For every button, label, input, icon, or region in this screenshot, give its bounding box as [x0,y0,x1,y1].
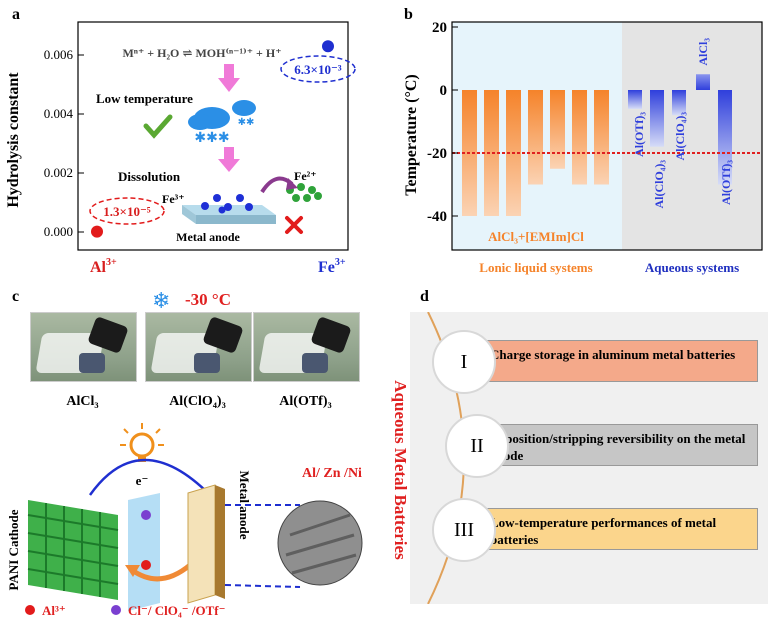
legend-anions: Cl⁻/ ClO₄⁻ /OTf⁻ [128,603,225,618]
aq-label-0: Al(OTf)₃ [632,112,646,157]
panel-a-ylabel: Hydrolysis constant [5,72,22,208]
metal-anode [187,484,216,604]
light-bulb-icon [120,423,164,462]
aq-label-2: Al(ClO₄)₃ [673,112,687,161]
panel-a-chart: 0.000 0.002 0.004 0.006 Hydrolysis const… [5,21,356,276]
photo-label-2: Al(OTf)₃ [279,394,332,409]
pani-cathode [27,500,119,600]
tier-numeral-1: I [432,330,496,394]
panel-b-ylabel: Temperature (°C) [403,74,420,195]
xcat-al: Al3+ [90,257,117,276]
legend-anion-marker [111,605,121,615]
arrow-down-2 [218,147,240,172]
b-ytick-0: 20 [432,20,447,36]
data-point-fe [322,40,334,53]
ytick-2: 0.004 [44,106,74,121]
panel-label-b: b [404,6,413,23]
anode-label: Metal anode [176,230,240,244]
temperature-label: -30 °C [185,290,231,309]
photo-label-1: Al(ClO₄)₃ [169,394,226,409]
check-icon [143,114,173,139]
bar-aqueous-4 [718,90,732,185]
tier-text-2: Deposition/stripping reversibility on th… [490,431,746,463]
bar-ionic-1 [484,90,499,216]
aq-label-1: Al(ClO₄)₃ [652,160,666,209]
value-fe: 6.3×10⁻³ [294,62,342,77]
bar-aqueous-2 [672,90,686,116]
arrow-down-1 [218,64,240,92]
legend-al: Al³⁺ [42,603,66,618]
electron-label: e⁻ [136,473,149,488]
sem-image [277,500,363,586]
low-temp-label: Low temperature [96,91,193,106]
b-ytick-3: -40 [427,209,447,225]
side-title: Aqueous Metal Batteries [391,380,410,560]
metals-label: Al/ Zn /Ni [302,466,362,481]
tier-text-3: Low-temperature performances of metal ba… [490,515,717,547]
bar-ionic-4 [550,90,565,169]
ytick-1: 0.002 [44,165,73,180]
xcat-fe: Fe3+ [318,257,346,276]
tier-box-1 [472,340,758,382]
snow-cloud-icon: ✱✱✱ ✱✱ [188,100,256,146]
ellipse-fe [280,55,356,83]
bar-ionic-5 [572,90,587,185]
battery-diagram: e⁻ PANI Cathode Metal anode Al/ Zn /Ni A… [6,423,363,618]
metal-anode-label: Metal anode [237,471,252,540]
ytick-3: 0.006 [44,47,74,62]
b-ytick-1: 0 [440,83,448,99]
ionic-group-label: AlCl₃+[EMIm]Cl [488,229,584,244]
fe3-label: Fe³⁺ [162,192,185,206]
bar-aqueous-0 [628,90,642,109]
anion-particle [141,510,151,520]
data-point-al [91,225,103,238]
photo-label-0: AlCl₃ [66,394,99,409]
panel-b-frame [451,21,763,251]
bar-aqueous-3 [696,74,710,90]
separator [128,493,160,611]
x-group-ionic: Lonic liquid systems [479,260,592,275]
panel-label-a: a [12,6,20,23]
tier-text-1: Charge storage in aluminum metal batteri… [490,347,736,362]
x-group-aqueous: Aqueous systems [645,260,739,275]
panel-b-chart: 20 0 -20 -40 Temperature (°C) AlCl₃+[EMI… [403,20,763,275]
tier-numeral-2: II [445,414,509,478]
snowflake-icon: ❄ [152,288,171,313]
aqueous-region [622,22,762,250]
bar-aqueous-1 [650,90,664,147]
tier-numeral-3: III [432,498,496,562]
cross-icon [285,216,303,234]
aq-label-4: Al(OTf)₃ [719,160,733,205]
bar-ionic-6 [594,90,609,185]
dissolution-label: Dissolution [118,169,181,184]
fe2-label: Fe²⁺ [294,169,317,183]
svg-text:✱✱✱: ✱✱✱ [194,131,229,146]
panel-b-yticks: 20 0 -20 -40 [427,20,458,225]
photo-alotf [253,312,360,382]
value-al: 1.3×10⁻⁵ [103,204,151,219]
svg-text:✱✱: ✱✱ [238,117,255,128]
orange-arrow-icon [130,563,192,582]
photo-alcl3 [30,312,137,382]
cation-particle [141,560,151,570]
fe3-particles [201,194,253,214]
panel-a-yticks: 0.000 0.002 0.004 0.006 [44,47,84,239]
aq-label-3: AlCl₃ [696,38,710,66]
tier-box-2 [472,424,758,466]
legend-al-marker [25,605,35,615]
b-ytick-2: -20 [427,146,447,162]
cathode-label: PANI Cathode [6,509,21,590]
panel-a-frame [77,21,349,251]
bar-ionic-3 [528,90,543,185]
tier-box-3 [472,508,758,550]
ellipse-al [89,197,165,225]
photo-alclo4 [145,312,252,382]
panel-label-d: d [420,288,429,305]
equation-text: Mⁿ⁺ + H₂O ⇌ MOH⁽ⁿ⁻¹⁾⁺ + H⁺ [122,46,281,60]
ytick-0: 0.000 [44,224,73,239]
panel-label-c: c [12,288,20,305]
circuit-wire [88,458,211,496]
